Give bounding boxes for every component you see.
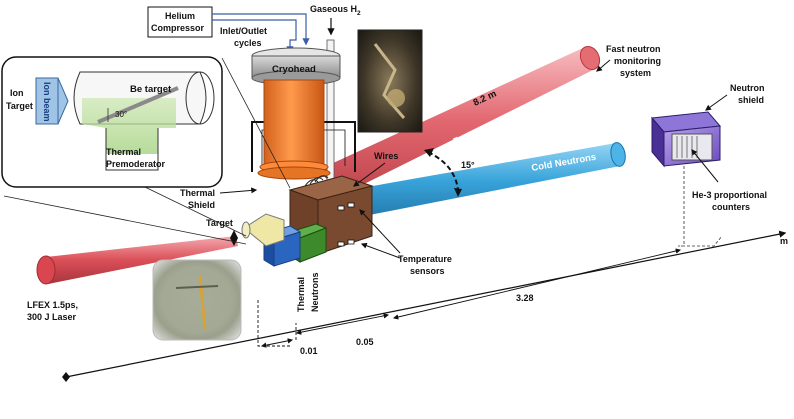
axis-unit-label: m [780, 236, 788, 246]
ion-target-label-line2: Target [6, 101, 33, 111]
inlet-outlet-label-line1: Inlet/Outlet [220, 26, 267, 36]
fast-neutron-monitoring-label-line1: Fast neutron [606, 44, 661, 54]
thermal-shield-label-line1: Thermal [180, 188, 215, 198]
distance-0-05-label: 0.05 [356, 337, 374, 347]
cold-neutron-beam: Cold Neutrons [350, 142, 626, 218]
angle-15-label: 15° [461, 160, 475, 170]
lfex-laser-label-line1: LFEX 1.5ps, [27, 300, 78, 310]
temperature-sensors-label-line2: sensors [410, 266, 445, 276]
angle-15-indicator: 15° [424, 148, 475, 197]
thermal-neutrons-label-line2: Neutrons [310, 272, 320, 312]
be-target-label: Be target [130, 84, 172, 95]
distance-dimensions [257, 248, 682, 348]
ion-beam-label: Ion beam [42, 82, 52, 122]
he3-counters-label-line1: He-3 proportional [692, 190, 767, 200]
distance-0-01-label: 0.01 [300, 346, 318, 356]
fast-neutron-monitoring-callout: Fast neutron monitoring system [596, 44, 661, 78]
distance-3-28-label: 3.28 [516, 293, 534, 303]
inset-be-target-detail: Ion beam Ion Target Be target 30° Therma… [1, 56, 291, 245]
laser-beam: LFEX 1.5ps, 300 J Laser [27, 236, 238, 322]
gaseous-h2-subscript: 2 [357, 10, 361, 17]
helium-compressor-label-line1: Helium [165, 11, 195, 21]
fast-neutron-monitoring-label-line2: monitoring [614, 56, 661, 66]
inlet-outlet-lines [212, 13, 310, 54]
angle-30-label: 30° [115, 110, 127, 119]
thermal-shield-label-line2: Shield [188, 200, 215, 210]
lfex-laser-label-line2: 300 J Laser [27, 312, 77, 322]
axis-origin-diamond-icon [62, 372, 70, 382]
neutron-shield-label-line1: Neutron [730, 83, 765, 93]
camera-photo-cryostat [357, 29, 423, 133]
thermal-premoderator-label-line2: Premoderator [106, 159, 166, 169]
thermal-neutrons-label-line1: Thermal [296, 277, 306, 312]
helium-compressor: Helium Compressor [147, 6, 213, 38]
moderator-assembly [230, 175, 374, 267]
neutron-shield: Neutron shield He-3 proportional counter… [651, 83, 767, 247]
helium-compressor-label-line2: Compressor [151, 23, 205, 33]
temperature-sensors-label-line1: Temperature [398, 254, 452, 264]
wires [304, 175, 329, 187]
inlet-outlet-label-line2: cycles [234, 38, 262, 48]
fast-neutron-monitoring-label-line3: system [620, 68, 651, 78]
camera-photo-target [152, 259, 242, 341]
temperature-sensor-chips [337, 202, 355, 247]
wires-label: Wires [374, 151, 398, 161]
thermal-premoderator-label-line1: Thermal [106, 147, 141, 157]
he3-counters-label-line2: counters [712, 202, 750, 212]
cryohead-label: Cryohead [272, 64, 316, 75]
neutron-shield-label-line2: shield [738, 95, 764, 105]
ion-target-label-line1: Ion [10, 88, 24, 98]
gaseous-h2-label: Gaseous H [310, 4, 357, 14]
